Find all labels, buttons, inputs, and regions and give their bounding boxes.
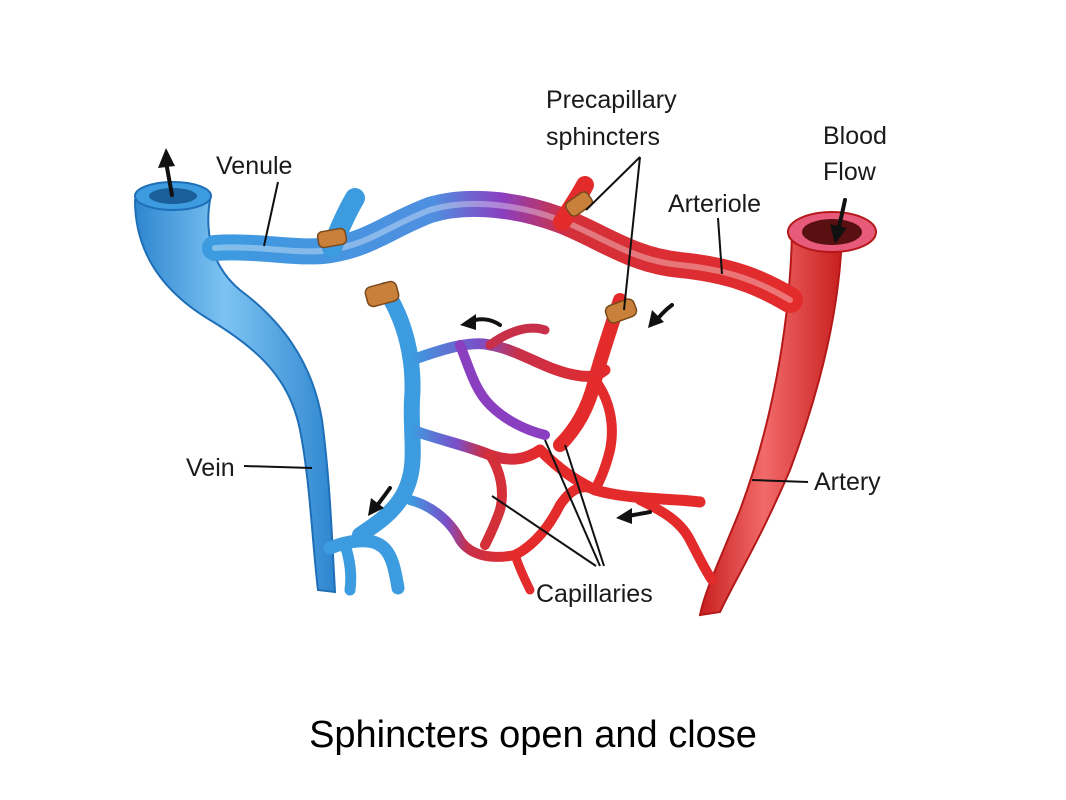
label-blood: Blood (823, 122, 887, 150)
label-capillaries: Capillaries (536, 580, 653, 608)
sphincter-venule (316, 227, 348, 249)
sphincter-upper (564, 191, 594, 217)
flow-arrows (158, 148, 847, 524)
label-flow: Flow (823, 158, 877, 186)
sphincter-channel (364, 280, 400, 308)
vein-vessel (133, 199, 337, 594)
arrow-icon (648, 303, 674, 328)
leader-lines (243, 156, 809, 567)
slide-caption: Sphincters open and close (309, 714, 757, 756)
label-arteriole: Arteriole (668, 190, 761, 218)
arrow-icon (830, 198, 847, 244)
arrow-icon (368, 486, 392, 516)
arrow-icon (158, 148, 175, 197)
label-sphincters: sphincters (546, 123, 660, 151)
artery-vessel (698, 231, 844, 617)
label-vein: Vein (186, 454, 235, 482)
sphincter-lower (604, 298, 638, 324)
arrow-icon (616, 508, 652, 524)
arrow-icon (460, 314, 502, 330)
capillary-bed (352, 282, 717, 595)
label-venule: Venule (216, 152, 292, 180)
label-artery: Artery (814, 468, 881, 496)
sphincter-group (316, 191, 638, 324)
label-precapillary: Precapillary (546, 86, 677, 114)
